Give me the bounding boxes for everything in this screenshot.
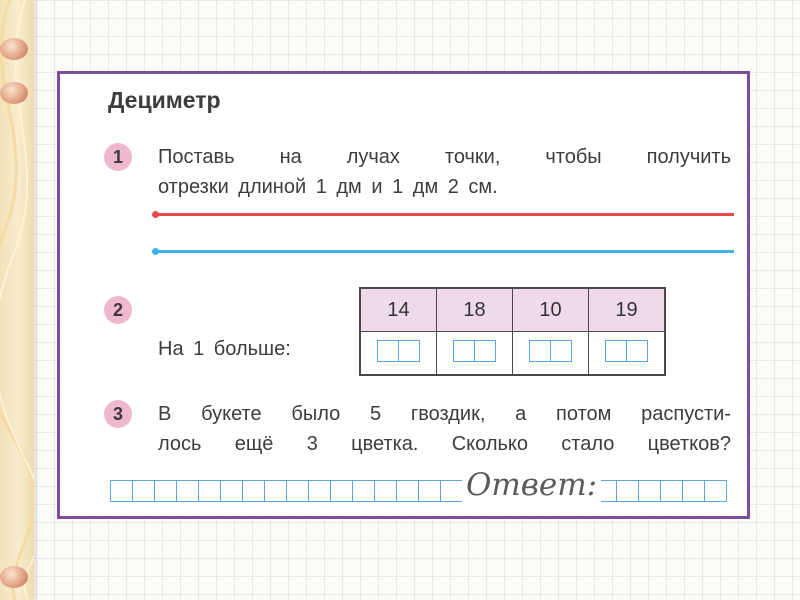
table-cell-value: 18 bbox=[436, 287, 513, 332]
table-answer-cell[interactable] bbox=[512, 331, 589, 376]
grid-cell[interactable] bbox=[221, 481, 243, 501]
blue-ray[interactable] bbox=[152, 247, 734, 257]
answer-box[interactable] bbox=[605, 339, 648, 362]
grid-cell[interactable] bbox=[265, 481, 287, 501]
grid-cell[interactable] bbox=[177, 481, 199, 501]
answer-box[interactable] bbox=[453, 339, 496, 362]
decorative-side-strip bbox=[0, 0, 34, 600]
grid-cell[interactable] bbox=[243, 481, 265, 501]
grid-cell[interactable] bbox=[595, 481, 617, 501]
ray-line bbox=[155, 250, 734, 253]
grid-cell[interactable] bbox=[287, 481, 309, 501]
table-cell-value: 10 bbox=[512, 287, 589, 332]
grid-cell[interactable] bbox=[199, 481, 221, 501]
table-answer-cell[interactable] bbox=[359, 331, 437, 376]
task-3-line-2: лось ещё 3 цветка. Сколько стало цветков… bbox=[158, 433, 731, 455]
answer-box[interactable] bbox=[529, 339, 572, 362]
grid-cell[interactable] bbox=[419, 481, 441, 501]
task-3-line-1: В букете было 5 гвоздик, а потом распуст… bbox=[158, 403, 731, 425]
answer-box[interactable] bbox=[377, 339, 420, 362]
grid-cell[interactable] bbox=[705, 481, 727, 501]
grid-cell[interactable] bbox=[617, 481, 639, 501]
ray-line bbox=[155, 213, 734, 216]
grid-cell[interactable] bbox=[133, 481, 155, 501]
table-answer-cell[interactable] bbox=[588, 331, 666, 376]
table-cell-value: 14 bbox=[359, 287, 437, 332]
grid-cell[interactable] bbox=[639, 481, 661, 501]
bead-ornament bbox=[0, 38, 28, 60]
answer-label: Ответ: bbox=[462, 466, 602, 504]
worksheet-card: Дециметр 1 Поставь на лучах точки, чтобы… bbox=[57, 71, 750, 519]
task-number-badge: 1 bbox=[104, 143, 132, 171]
grid-cell[interactable] bbox=[353, 481, 375, 501]
grid-cell[interactable] bbox=[375, 481, 397, 501]
table-cell-value: 19 bbox=[588, 287, 666, 332]
grid-cell[interactable] bbox=[661, 481, 683, 501]
page-title: Дециметр bbox=[108, 87, 221, 113]
grid-cell[interactable] bbox=[111, 481, 133, 501]
red-ray[interactable] bbox=[152, 210, 734, 220]
table-answer-cell[interactable] bbox=[436, 331, 513, 376]
grid-cell[interactable] bbox=[441, 481, 463, 501]
grid-cell[interactable] bbox=[397, 481, 419, 501]
task-number-badge: 2 bbox=[104, 296, 132, 324]
task-1-line-2: отрезки длиной 1 дм и 1 дм 2 см. bbox=[158, 176, 498, 198]
grid-cell[interactable] bbox=[155, 481, 177, 501]
task-number-badge: 3 bbox=[104, 400, 132, 428]
answer-grid[interactable] bbox=[110, 480, 727, 502]
more-by-one-label: На 1 больше: bbox=[158, 338, 291, 360]
grid-cell[interactable] bbox=[683, 481, 705, 501]
bead-ornament bbox=[0, 82, 28, 104]
number-table: 14 18 10 19 bbox=[359, 287, 666, 376]
grid-cell[interactable] bbox=[309, 481, 331, 501]
task-1-line-1: Поставь на лучах точки, чтобы получить bbox=[158, 146, 731, 168]
bead-ornament bbox=[0, 566, 28, 588]
grid-cell[interactable] bbox=[331, 481, 353, 501]
